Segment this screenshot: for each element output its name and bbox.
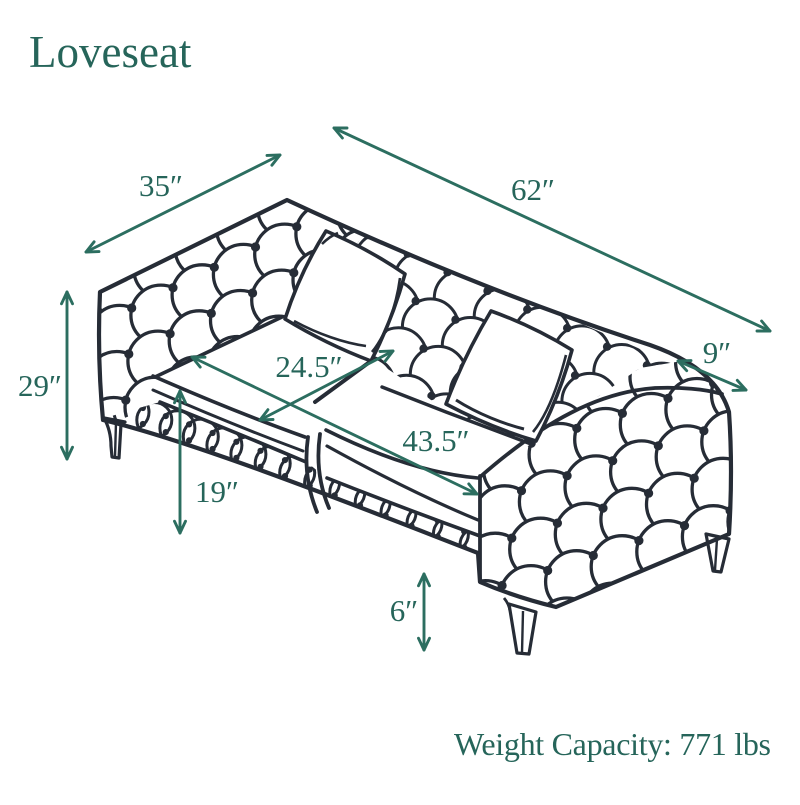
svg-text:19″: 19″ [195,474,239,509]
svg-text:29″: 29″ [18,368,62,403]
svg-text:35″: 35″ [139,168,183,203]
svg-text:6″: 6″ [390,593,418,628]
svg-text:24.5″: 24.5″ [275,349,342,384]
svg-text:Weight Capacity: 771 lbs: Weight Capacity: 771 lbs [454,726,771,762]
svg-text:62″: 62″ [511,172,555,207]
svg-text:9″: 9″ [703,335,731,370]
svg-text:43.5″: 43.5″ [402,423,469,458]
svg-text:Loveseat: Loveseat [29,27,192,77]
